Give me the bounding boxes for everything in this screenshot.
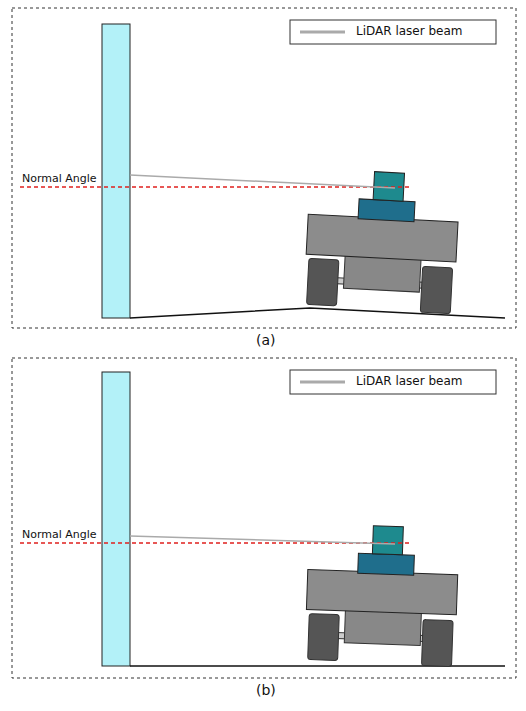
- wall: [102, 24, 130, 318]
- axis-label: Normal Angle: [22, 172, 97, 185]
- legend-box: [290, 370, 496, 394]
- panel-frame: [12, 8, 516, 328]
- panel-label: (a): [256, 332, 276, 348]
- laser-beam: [130, 536, 395, 544]
- laser-beam: [130, 175, 395, 188]
- legend-text: LiDAR laser beam: [356, 24, 463, 38]
- panel-frame: [12, 358, 516, 678]
- robot: [305, 523, 460, 666]
- robot: [303, 168, 460, 314]
- legend-box: [290, 20, 496, 44]
- legend-line-sample: [300, 31, 345, 34]
- panel-label: (b): [256, 682, 276, 698]
- legend-text: LiDAR laser beam: [356, 374, 463, 388]
- legend-line-sample: [300, 381, 345, 384]
- wall: [102, 372, 130, 666]
- axis-label: Normal Angle: [22, 528, 97, 541]
